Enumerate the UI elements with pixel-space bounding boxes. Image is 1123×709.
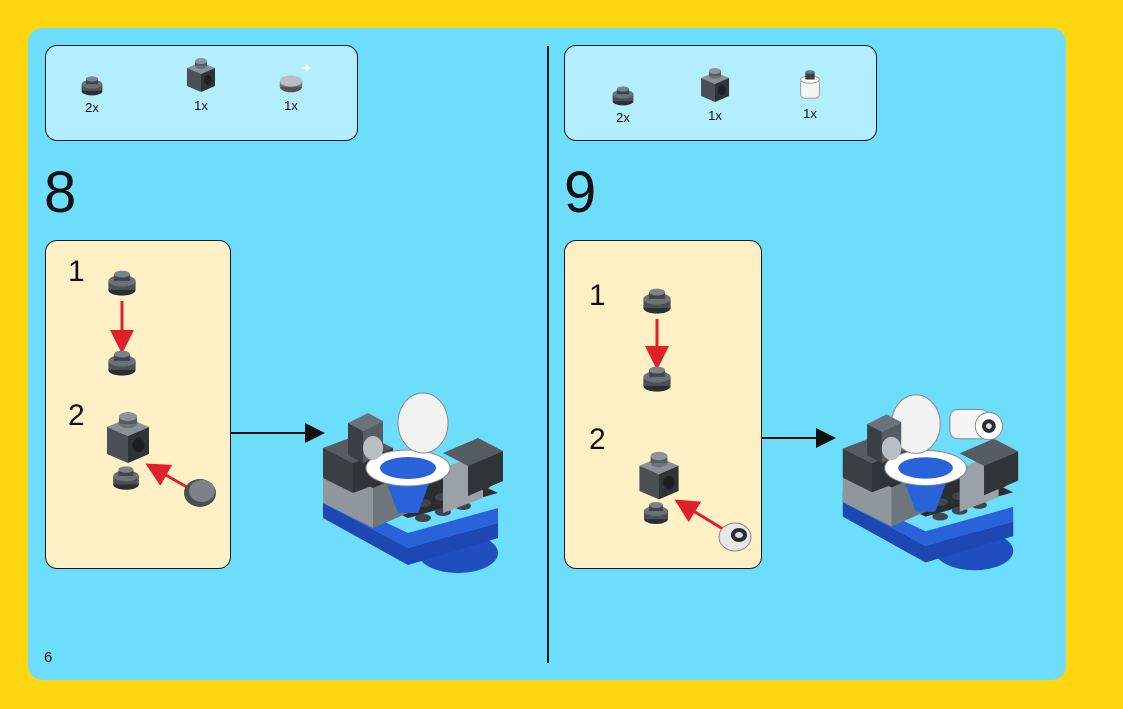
page-number: 6 bbox=[44, 649, 52, 666]
part-brick-side-stud: 1x bbox=[171, 56, 231, 113]
substep-box-step-8: 1 2 bbox=[45, 240, 231, 569]
arrow-to-model bbox=[762, 428, 842, 448]
stack-round-plates-icon bbox=[635, 279, 685, 399]
round-plate-dark-gray-icon bbox=[79, 72, 105, 98]
white-cylinder-icon bbox=[796, 70, 824, 104]
substep-number: 1 bbox=[589, 281, 606, 311]
substep-box-step-9: 1 2 bbox=[564, 240, 762, 569]
part-round-plate: 2x bbox=[62, 72, 122, 115]
part-round-tile: 1x ✦ bbox=[261, 68, 321, 113]
parts-list-step-9: 2x 1x 1x bbox=[564, 45, 877, 141]
part-round-plate: 2x bbox=[593, 82, 653, 125]
instruction-page: 2x 1x 1x ✦ 8 1 2 bbox=[28, 28, 1066, 680]
assembled-toilet-model-step-8 bbox=[313, 353, 508, 578]
substep-number: 1 bbox=[68, 257, 85, 287]
round-plate-dark-gray-icon bbox=[610, 82, 636, 108]
part-qty: 1x bbox=[171, 98, 231, 113]
substep-number: 2 bbox=[589, 425, 606, 455]
assembled-toilet-model-step-9 bbox=[833, 353, 1023, 578]
attach-white-cylinder-icon bbox=[631, 449, 755, 561]
stack-round-plates-icon bbox=[100, 261, 150, 381]
part-qty: 1x bbox=[780, 106, 840, 121]
part-qty: 1x bbox=[261, 98, 321, 113]
part-qty: 2x bbox=[62, 100, 122, 115]
step-divider bbox=[547, 46, 549, 663]
new-part-star-icon: ✦ bbox=[301, 60, 313, 77]
substep-number: 2 bbox=[68, 401, 85, 431]
part-qty: 2x bbox=[593, 110, 653, 125]
part-white-cylinder: 1x bbox=[780, 70, 840, 121]
attach-round-tile-icon bbox=[98, 409, 218, 519]
brick-side-stud-dark-gray-icon bbox=[181, 56, 221, 96]
part-qty: 1x bbox=[685, 108, 745, 123]
step-number: 9 bbox=[564, 164, 596, 222]
step-number: 8 bbox=[44, 164, 76, 222]
part-brick-side-stud: 1x bbox=[685, 66, 745, 123]
parts-list-step-8: 2x 1x 1x ✦ bbox=[45, 45, 358, 141]
brick-side-stud-dark-gray-icon bbox=[695, 66, 735, 106]
